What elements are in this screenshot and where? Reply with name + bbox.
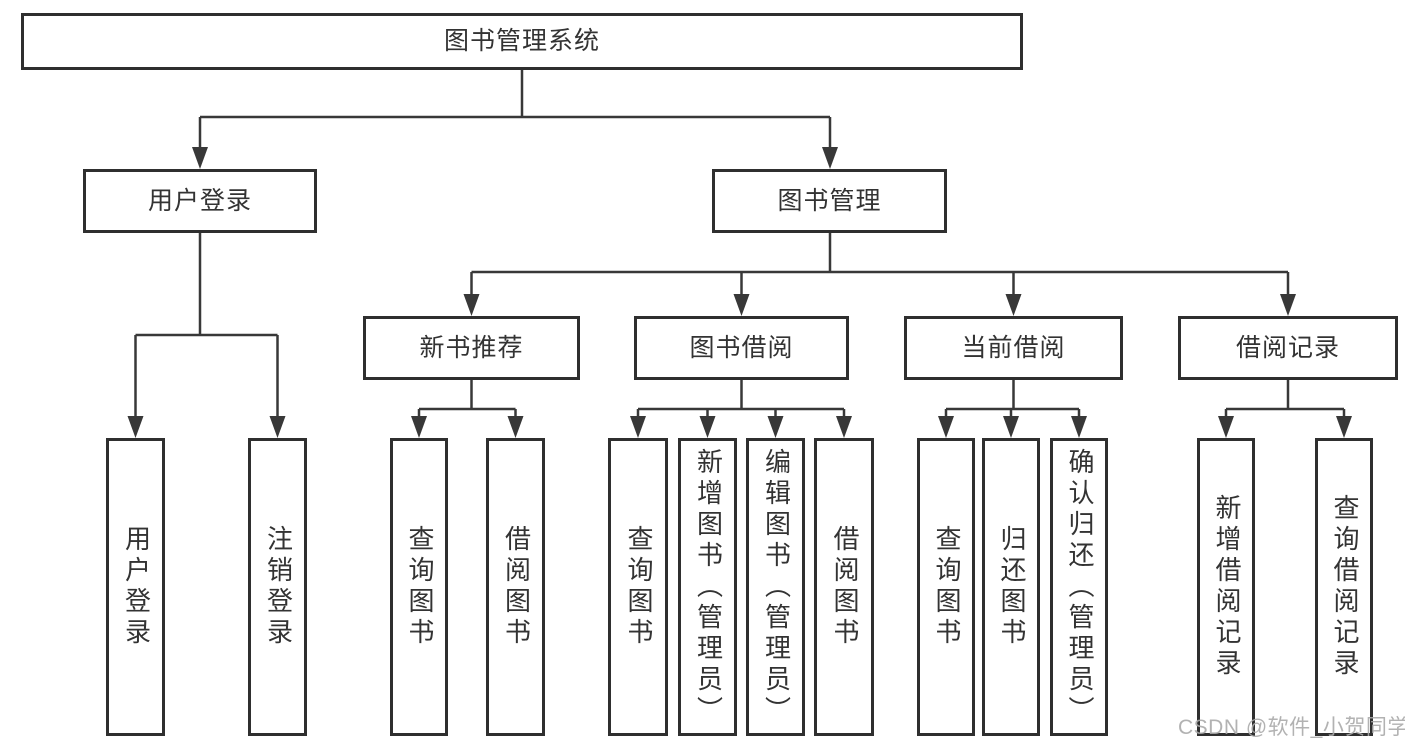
leaf-logout: 注销登录 (248, 438, 307, 736)
leaf-query-books-current: 查询图书 (917, 438, 975, 736)
node-borrow-records: 借阅记录 (1178, 316, 1398, 380)
leaf-confirm-return-admin: 确认归还（管理员） (1050, 438, 1108, 736)
node-new-book-recommend: 新书推荐 (363, 316, 580, 380)
node-book-borrow: 图书借阅 (634, 316, 849, 380)
node-library-management-system: 图书管理系统 (21, 13, 1023, 70)
leaf-borrow-books: 借阅图书 (814, 438, 874, 736)
node-user-login: 用户登录 (83, 169, 317, 233)
node-book-management: 图书管理 (712, 169, 947, 233)
leaf-add-books-admin: 新增图书（管理员） (678, 438, 737, 736)
arrowhead-icons (127, 147, 1352, 438)
leaf-edit-books-admin: 编辑图书（管理员） (746, 438, 805, 736)
node-current-borrow: 当前借阅 (904, 316, 1123, 380)
csdn-watermark: CSDN @软件_小贺同学 (1178, 716, 1405, 739)
leaf-query-books-recommend: 查询图书 (390, 438, 448, 736)
leaf-borrow-books-recommend: 借阅图书 (486, 438, 545, 736)
leaf-return-books: 归还图书 (982, 438, 1040, 736)
connector-lines (134, 70, 1346, 418)
leaf-query-borrow-record: 查询借阅记录 (1315, 438, 1373, 736)
leaf-user-login: 用户登录 (106, 438, 165, 736)
leaf-add-borrow-record: 新增借阅记录 (1197, 438, 1255, 736)
leaf-query-books-borrow: 查询图书 (608, 438, 668, 736)
